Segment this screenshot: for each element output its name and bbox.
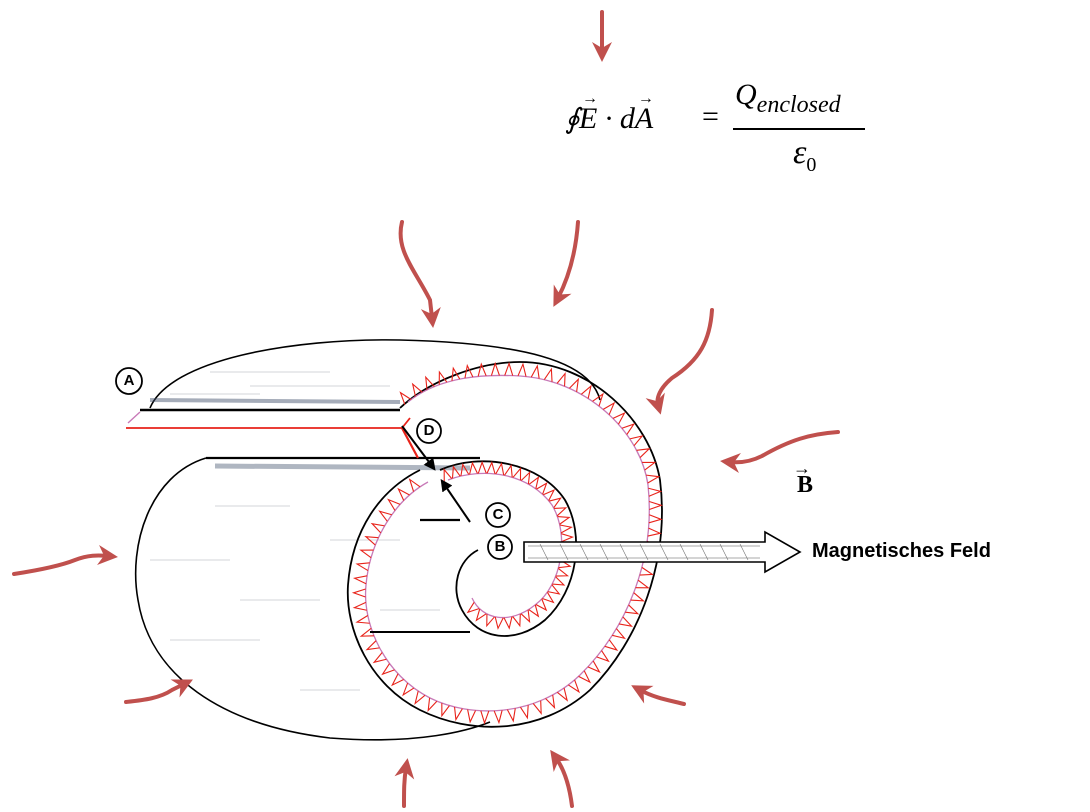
closed-integral-symbol: ∮ <box>565 102 580 136</box>
outer-normal-tick <box>579 671 590 682</box>
outer-normal-tick <box>468 710 476 722</box>
outer-normal-tick <box>354 602 366 610</box>
numerator-symbol: Q <box>735 78 757 111</box>
outer-normal-tick <box>649 515 661 523</box>
outer-normal-tick <box>603 403 614 415</box>
outer-normal-tick <box>494 710 502 722</box>
outer-normal-tick <box>593 394 603 406</box>
inner-normal-tick <box>487 463 495 474</box>
outer-normal-tick <box>648 528 660 536</box>
magnetic-field-label: Magnetisches Feld <box>812 540 991 563</box>
outer-normal-tick <box>355 576 367 584</box>
equation-denominator: ε0 <box>793 134 816 177</box>
curved-arrow-icon <box>126 684 184 702</box>
outer-normal-tick <box>505 364 513 376</box>
fraction-bar <box>733 128 865 130</box>
outer-normal-tick <box>410 479 420 491</box>
outer-normal-tick <box>649 502 661 510</box>
outer-normal-tick <box>354 589 366 597</box>
outer-normal-tick <box>648 488 660 496</box>
inner-normal-tick <box>561 534 572 542</box>
slit-top-shade <box>150 400 400 402</box>
outer-normal-tick <box>622 424 634 434</box>
outer-normal-tick <box>507 708 515 720</box>
a-vector: A <box>635 102 653 136</box>
inner-normal-tick <box>504 617 512 628</box>
inner-normal-tick <box>536 599 546 610</box>
surface-hatching <box>150 372 440 690</box>
b-vector-label: →B <box>797 472 813 499</box>
arrow-c <box>444 484 470 522</box>
point-label-b: B <box>488 538 512 555</box>
equation-equals: = <box>702 100 719 134</box>
inner-normal-tick <box>470 463 478 474</box>
outer-body-outline <box>136 458 490 740</box>
denominator-symbol: ε <box>793 134 806 171</box>
inner-normal-tick <box>478 462 486 473</box>
outer-normal-tick <box>531 366 539 379</box>
curved-arrow-icon <box>404 768 406 806</box>
outer-normal-tick <box>588 661 600 672</box>
outer-normal-tick <box>392 674 403 685</box>
curved-arrow-icon <box>730 432 838 462</box>
slit-pink-edge <box>128 412 140 423</box>
curved-arrow-icon <box>401 222 432 318</box>
inner-normal-tick <box>560 525 571 533</box>
curved-arrow-icon <box>558 222 578 298</box>
point-label-d: D <box>417 422 441 439</box>
point-label-c: C <box>486 506 510 523</box>
outer-normal-tick <box>568 680 579 692</box>
inner-slit-shade <box>215 466 470 468</box>
outer-normal-tick <box>403 683 414 695</box>
inner-normal-tick <box>543 490 554 500</box>
outer-normal-tick <box>465 366 473 378</box>
point-label-a: A <box>117 372 141 389</box>
outer-normal-tick <box>518 364 526 376</box>
denominator-subscript: 0 <box>806 154 816 176</box>
curved-arrow-icon <box>640 690 684 704</box>
inner-normal-tick <box>496 464 504 475</box>
curved-arrow-icon <box>556 758 572 806</box>
vector-arrow-icon: → <box>793 458 811 479</box>
numerator-subscript: enclosed <box>757 92 841 118</box>
outer-normal-tick <box>383 664 395 675</box>
curved-arrow-icon <box>658 310 712 405</box>
equation-numerator: Qenclosed <box>735 78 841 119</box>
outer-normal-tick <box>613 413 624 424</box>
inner-normal-tick <box>495 617 503 628</box>
curved-arrow-icon <box>14 555 108 574</box>
e-vector: E <box>579 102 597 136</box>
slit-red-edge <box>126 418 410 428</box>
outer-normal-tick <box>597 651 609 662</box>
equation-lhs: E · dA <box>579 102 653 136</box>
outer-normal-tick <box>481 711 489 723</box>
field-arrow-icon <box>524 532 800 572</box>
gauss-law-equation: ∮ E · dA = Qenclosed ε0 <box>565 78 705 188</box>
outer-normal-tick <box>388 500 400 511</box>
outer-normal-tick <box>398 489 409 500</box>
